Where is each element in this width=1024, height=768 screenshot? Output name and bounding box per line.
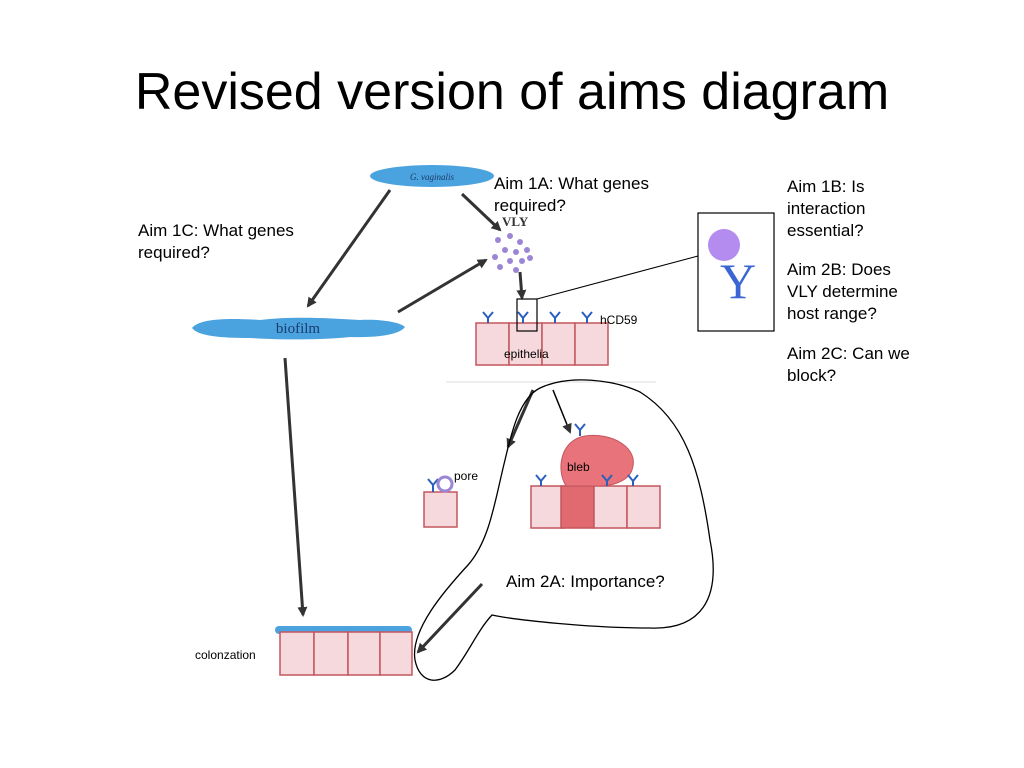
pore-label: pore bbox=[454, 469, 478, 483]
callout-line bbox=[536, 255, 699, 300]
arrow-biofilm-to-colonization bbox=[283, 357, 308, 617]
bleb-receptors bbox=[535, 423, 639, 486]
epithelia-label: epithelia bbox=[504, 347, 549, 361]
aim-2a-text: Aim 2A: Importance? bbox=[506, 572, 665, 591]
arrow-vly-to-epithelia bbox=[516, 271, 527, 300]
aim2a-outline bbox=[413, 379, 714, 681]
arrow-epithelia-to-pore bbox=[506, 389, 535, 449]
bleb-cells bbox=[530, 485, 661, 529]
epithelia-cells bbox=[475, 322, 609, 366]
receptor-highlight-box bbox=[516, 298, 538, 332]
arrow-aim2a-to-colonization bbox=[416, 582, 484, 654]
arrow-epithelia-to-bleb bbox=[552, 389, 572, 434]
flow-arrows bbox=[283, 189, 535, 654]
arrow-gv-to-biofilm bbox=[306, 189, 392, 308]
arrow-gv-to-vly bbox=[460, 192, 502, 232]
vly-toxin-zoom-icon bbox=[708, 229, 740, 261]
pore-cell bbox=[423, 475, 458, 528]
vly-toxin-dots bbox=[492, 233, 533, 273]
hcd59-label: hCD59 bbox=[600, 313, 638, 327]
vly-label: VLY bbox=[502, 214, 529, 229]
g-vaginalis-bacterium: G. vaginalis bbox=[370, 165, 494, 187]
colonization-label: colonzation bbox=[195, 648, 256, 662]
slide-title: Revised version of aims diagram bbox=[134, 63, 890, 121]
arrow-biofilm-to-vly bbox=[397, 258, 488, 314]
hcd59-receptors bbox=[482, 311, 593, 323]
colonization-cells bbox=[275, 626, 413, 676]
receptor-zoom-box bbox=[697, 212, 775, 332]
biofilm-label: biofilm bbox=[276, 321, 320, 337]
g-vaginalis-label: G. vaginalis bbox=[410, 172, 454, 182]
receptor-y-icon: Y bbox=[720, 253, 756, 309]
bleb-shape bbox=[560, 434, 634, 487]
biofilm-shape: biofilm bbox=[192, 317, 405, 340]
bleb-label: bleb bbox=[567, 460, 590, 474]
